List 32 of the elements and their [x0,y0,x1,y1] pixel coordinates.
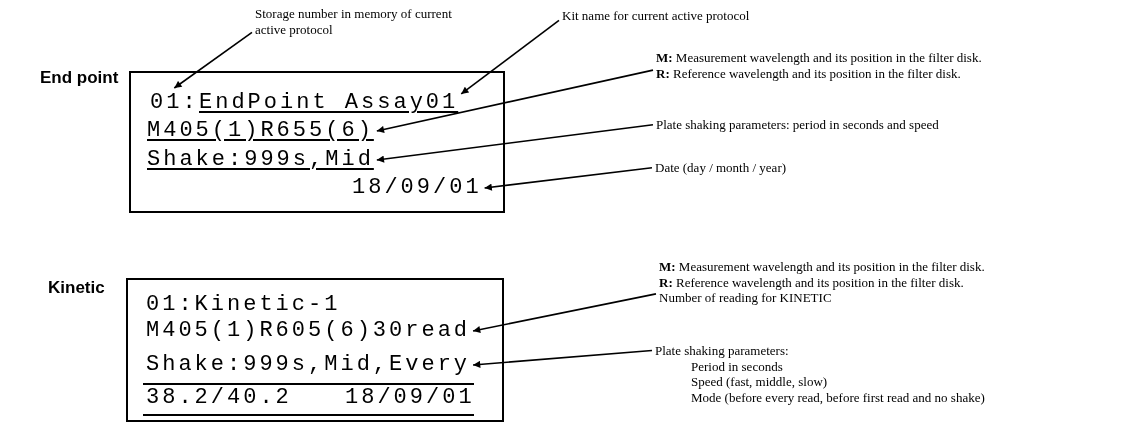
display-text: M405(1)R655(6) [147,118,374,144]
annotation-text: Date (day / month / year) [655,160,787,176]
annotation-text: Plate shaking parameters: period in seconds and speed [656,117,939,133]
leader-arrow [376,69,654,133]
leader-arrow [483,166,653,191]
display-text: EndPoint Assay01 [199,90,459,116]
panel-heading: End point [40,68,119,88]
leader-arrow [472,349,653,368]
display-text: Shake:999s,Mid,Every [146,352,471,378]
annotation-text: R: Reference wavelength and its position in the filter disk. [656,65,962,81]
leader-arrow [173,31,253,89]
display-text: Shake:999s,Mid [147,147,374,173]
leader-arrow [472,293,657,334]
display-text: 01:Kinetic-1 [146,292,341,318]
annotation-text: Plate shaking parameters: [655,343,790,359]
annotation-text: Speed (fast, middle, slow) [690,374,829,390]
annotation-text: R: Reference wavelength and its position in the filter disk. [659,274,965,290]
display-text: 38.2/40.2 [146,385,292,411]
annotation-text: Kit name for current active protocol [562,8,750,24]
display-text: 01: [150,90,199,116]
annotation-text: Number of reading for KINETIC [659,290,833,306]
annotation-text: Storage number in memory of current active protocol [255,6,453,37]
annotation-text: Mode (before every read, before first read and no shake) [690,389,985,405]
display-text: 18/09/01 [352,175,482,201]
display-text: M405(1)R605(6)30read [146,318,471,344]
display-text: 18/09/01 [345,385,475,411]
panel-heading: Kinetic [48,278,105,298]
annotation-text: M: Measurement wavelength and its position in the filter disk. [656,50,982,66]
annotation-text: Period in seconds [690,358,784,374]
annotation-text: M: Measurement wavelength and its position in the filter disk. [659,259,985,275]
leader-arrow [376,123,654,163]
leader-arrow [460,19,560,95]
